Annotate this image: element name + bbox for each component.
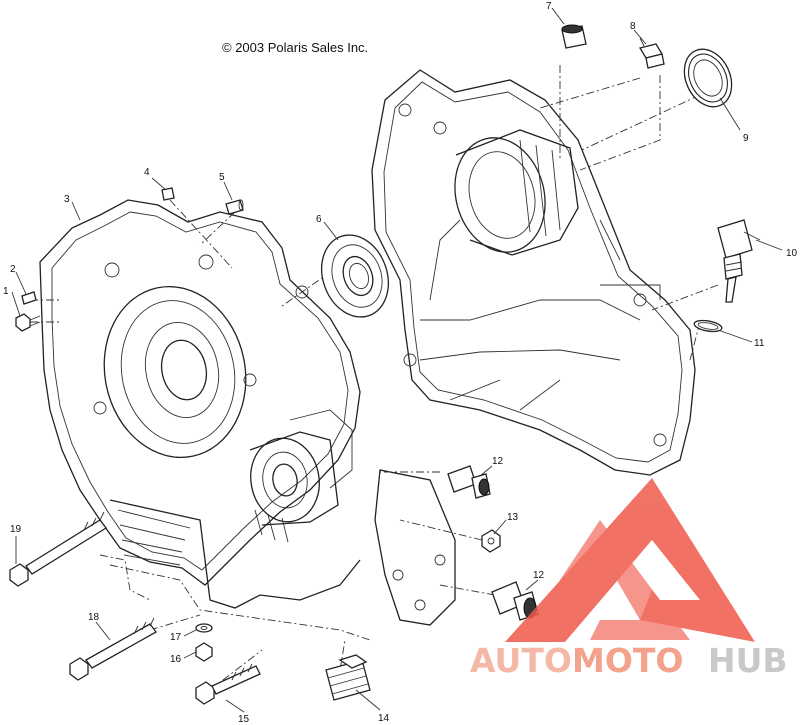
callout-13: 13 xyxy=(507,512,519,523)
part-2-dowel xyxy=(21,291,37,305)
callout-19: 19 xyxy=(10,524,22,535)
watermark-logo xyxy=(505,478,755,642)
watermark-auto: AUTO xyxy=(470,641,572,680)
callout-16: 16 xyxy=(170,654,182,665)
callout-15: 15 xyxy=(238,714,250,725)
callout-1: 1 xyxy=(3,286,9,297)
callout-11: 11 xyxy=(754,338,765,349)
watermark-moto: MOTO xyxy=(572,641,683,680)
callout-18: 18 xyxy=(88,612,100,623)
callout-numbers: 1 2 3 4 5 6 7 8 9 10 11 12 13 12 14 15 1… xyxy=(3,1,798,725)
part-18-long-bolt xyxy=(69,617,157,681)
callout-3: 3 xyxy=(64,194,70,205)
callout-8: 8 xyxy=(630,21,636,32)
callout-12-upper: 12 xyxy=(492,456,504,467)
part-8-fitting xyxy=(638,37,665,69)
part-1-bolt xyxy=(15,313,41,332)
part-16-bolt-short xyxy=(195,642,213,662)
callout-9: 9 xyxy=(743,133,749,144)
part-10-sensor xyxy=(717,219,761,303)
watermark-inner-mark xyxy=(520,520,690,640)
part-12-fitting-upper xyxy=(447,465,491,499)
part-13-nut xyxy=(481,529,501,553)
watermark-hub: HUB xyxy=(708,641,788,680)
callout-14: 14 xyxy=(378,713,390,724)
part-6-bearing xyxy=(321,234,389,318)
part-7-plug xyxy=(561,24,587,49)
part-11-o-ring xyxy=(693,319,723,333)
part-19-long-bolt xyxy=(9,511,107,587)
callout-10: 10 xyxy=(786,248,798,259)
part-5-pin xyxy=(225,199,244,215)
callout-2: 2 xyxy=(10,264,16,275)
right-crankcase-half xyxy=(371,69,696,476)
callout-6: 6 xyxy=(316,214,322,225)
watermark-text: AUTO MOTO HUB xyxy=(470,641,788,680)
callout-leaders xyxy=(11,7,783,713)
part-9-oil-seal xyxy=(683,48,733,108)
left-crankcase-half xyxy=(39,199,456,626)
callout-12-lower: 12 xyxy=(533,570,545,581)
part-4-dowel xyxy=(161,187,175,201)
part-14-drain-plug xyxy=(325,654,371,701)
part-15-bolt xyxy=(195,663,261,705)
callout-5: 5 xyxy=(219,172,225,183)
copyright-text: © 2003 Polaris Sales Inc. xyxy=(222,40,368,55)
callout-4: 4 xyxy=(144,167,150,178)
callout-7: 7 xyxy=(546,1,552,12)
part-17-washer xyxy=(195,623,213,633)
callout-17: 17 xyxy=(170,632,182,643)
